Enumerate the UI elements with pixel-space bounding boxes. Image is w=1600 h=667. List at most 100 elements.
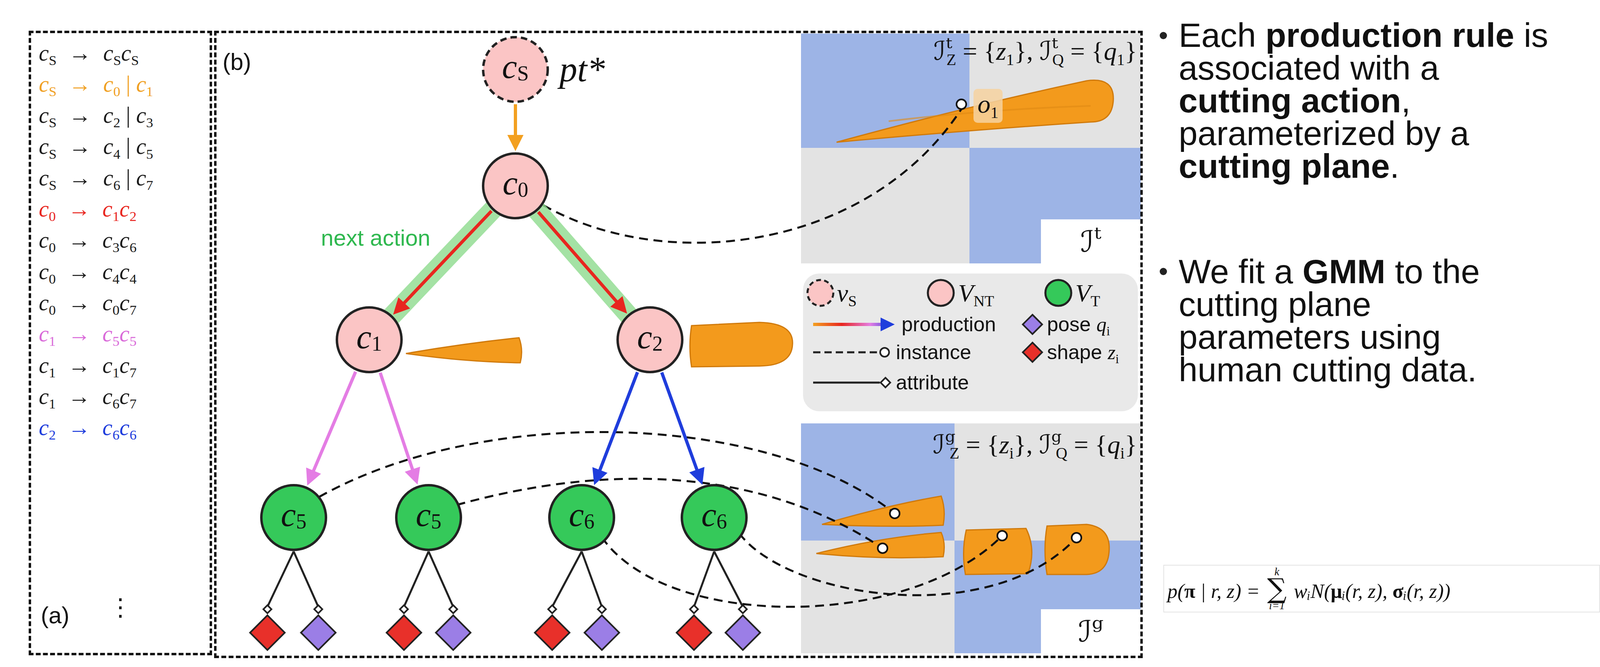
node-circle	[549, 485, 614, 550]
legend-swatch	[1045, 279, 1072, 306]
production-rule: cS → c0 | c1	[38, 68, 154, 100]
illustration-part	[997, 530, 1008, 541]
legend-swatch	[927, 279, 954, 306]
production-rule: cS → c6 | c7	[38, 162, 154, 194]
edge-line	[513, 104, 518, 138]
arrow-head	[610, 296, 627, 314]
illustration-part	[963, 528, 1032, 575]
legend-sample	[807, 279, 834, 306]
legend-label: vS	[836, 277, 857, 308]
node-circle	[336, 307, 402, 373]
illustration-part	[969, 147, 1141, 264]
legend-swatch	[1022, 314, 1043, 335]
arrow-head	[306, 467, 322, 486]
root-annotation: pt*	[559, 48, 605, 91]
illustration-part	[801, 423, 955, 541]
legend-label: shape zi	[1047, 340, 1119, 365]
edge-label: next action	[318, 224, 434, 252]
grammar-node: c1	[335, 305, 404, 374]
node-circle	[483, 153, 548, 219]
illustration-part	[1071, 532, 1082, 543]
carrot-chunk-picture	[689, 322, 793, 367]
node-label: cS	[481, 35, 550, 98]
legend-label: VT	[1075, 277, 1100, 308]
illustration-part	[428, 551, 454, 607]
grammar-node: cS	[481, 35, 550, 104]
edge-line	[380, 372, 414, 472]
illustration-part	[300, 615, 336, 650]
highlight-band	[534, 207, 634, 322]
node-circle	[483, 37, 548, 102]
illustration-part	[449, 605, 458, 614]
legend-sample	[880, 347, 890, 357]
legend-sample	[813, 381, 880, 384]
legend-label: production	[901, 312, 997, 337]
image-caption: ℐᵗZ = {z1}, ℐᵗQ = {q1}	[933, 35, 1138, 71]
illustration-part	[581, 551, 602, 607]
image-caption: ℐᵍZ = {zi}, ℐᵍQ = {qi}	[932, 428, 1138, 464]
illustration-part	[543, 109, 962, 243]
object-label: o1	[973, 88, 1003, 123]
image-panel: ℐᵍZ = {zi}, ℐᵍQ = {qi}ℐᵍ	[801, 423, 1141, 654]
illustration-part	[889, 508, 900, 519]
node-label: c5	[394, 483, 463, 546]
illustration-part	[548, 605, 557, 614]
panel-label: (b)	[222, 47, 252, 76]
instance-lines	[319, 109, 1077, 607]
legend-swatch	[1022, 342, 1043, 362]
production-rule: c1 → c5c5	[38, 318, 137, 350]
illustration-part	[816, 532, 945, 558]
bullet-dot	[1159, 31, 1167, 40]
illustration-part	[676, 615, 712, 650]
illustration-part	[714, 551, 743, 607]
illustration-part	[552, 551, 582, 607]
legend-sample	[880, 317, 895, 332]
legend-sample	[813, 322, 883, 326]
legend-box	[803, 273, 1138, 412]
illustration-part	[250, 615, 285, 650]
illustration-part	[1040, 219, 1141, 264]
illustration-part	[877, 543, 888, 553]
highlight-band	[385, 206, 496, 323]
node-label: c2	[616, 305, 684, 368]
panel-box: (b)cSc0c1c2c5c5c6c6ℐᵗZ = {z1}, ℐᵗQ = {q1…	[214, 30, 1143, 659]
production-arrow	[380, 372, 421, 485]
production-rule: cS → cScS	[38, 37, 139, 69]
illustration-part	[801, 33, 1141, 264]
illustration-part	[725, 615, 761, 650]
panel-label: (a)	[40, 601, 70, 630]
illustration-part	[956, 99, 967, 110]
next-action-highlight	[385, 206, 634, 323]
illustration-part	[293, 551, 319, 607]
illustration-part	[263, 605, 272, 614]
illustration-part	[693, 551, 715, 607]
production-arrow	[592, 372, 638, 485]
legend-sample	[880, 377, 891, 388]
production-arrow	[306, 371, 356, 486]
scene-image-g	[801, 423, 1141, 654]
illustration-part	[1040, 609, 1141, 654]
node-circle	[681, 485, 747, 550]
illustration-part	[1044, 524, 1110, 575]
illustration-part	[601, 535, 1003, 607]
illustration-part	[822, 496, 945, 527]
bullet-dot	[1159, 267, 1167, 276]
grammar-node: c0	[481, 151, 550, 220]
node-label: c5	[259, 483, 328, 546]
illustration-part	[403, 551, 429, 607]
edge-line	[661, 372, 698, 472]
bullet-text: We fit a GMM to the cutting plane parame…	[1178, 255, 1535, 387]
node-label: c0	[481, 151, 550, 215]
arrow-head	[592, 466, 608, 486]
illustration-part	[836, 80, 1114, 143]
legend-label: instance	[895, 340, 972, 365]
production-arrow	[661, 372, 705, 485]
shape-diamonds	[250, 615, 712, 650]
illustration-part	[738, 605, 747, 614]
image-tag: ℐᵗ	[1040, 219, 1141, 264]
node-label: c6	[680, 483, 749, 546]
illustration-part	[584, 615, 620, 650]
grammar-node: c2	[616, 305, 684, 374]
panel-box: cS → cScScS → c0 | c1cS → c2 | c3cS → c4…	[28, 30, 213, 656]
illustration-part	[597, 605, 606, 614]
